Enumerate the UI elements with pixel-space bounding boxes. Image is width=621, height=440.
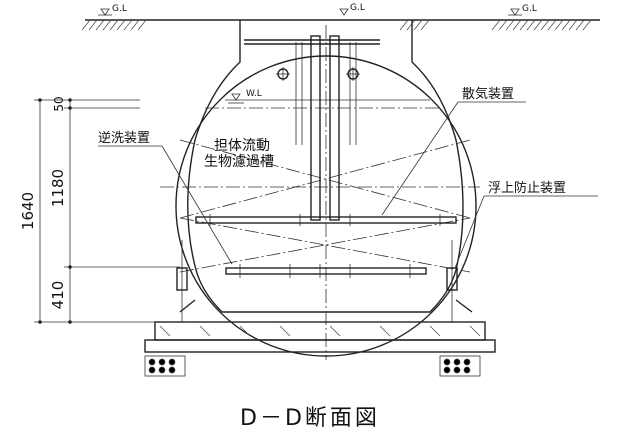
ground-surface — [81, 19, 600, 31]
dimension-lines — [34, 98, 180, 324]
label-backwash: 逆洗装置 — [98, 130, 233, 265]
svg-text:G.L: G.L — [350, 3, 365, 13]
water-level: W.L — [225, 89, 430, 104]
aeration-label: 散気装置 — [462, 86, 514, 102]
label-aeration: 散気装置 — [381, 86, 526, 216]
tank-name-line2: 生物濾過槽 — [204, 154, 274, 170]
water-level-label: W.L — [246, 89, 262, 99]
backwash-device — [225, 264, 427, 278]
gl-marker-center: G.L — [339, 3, 365, 16]
inspection-ports — [276, 67, 360, 81]
label-anti-float: 浮上防止装置 — [454, 180, 598, 269]
tank-name-line1: 担体流動 — [214, 138, 270, 154]
foundation-slab — [144, 321, 496, 377]
dimension-middle: 1180 — [49, 169, 67, 207]
backwash-label: 逆洗装置 — [98, 130, 150, 146]
riser-pipes — [244, 35, 380, 221]
anti-float-label: 浮上防止装置 — [488, 180, 566, 196]
anti-float-straps — [176, 240, 458, 322]
dimension-lower: 410 — [49, 281, 67, 310]
drawing-title: D－D断面図 — [240, 406, 380, 431]
gl-left-label: G.L — [112, 4, 127, 14]
dimension-upper: 50 — [52, 96, 66, 111]
gl-marker-left: G.L — [98, 4, 127, 16]
gl-marker-right: G.L — [508, 4, 537, 16]
dimension-total: 1640 — [19, 192, 37, 230]
aeration-device — [195, 214, 457, 226]
gl-right-label: G.L — [522, 4, 537, 14]
